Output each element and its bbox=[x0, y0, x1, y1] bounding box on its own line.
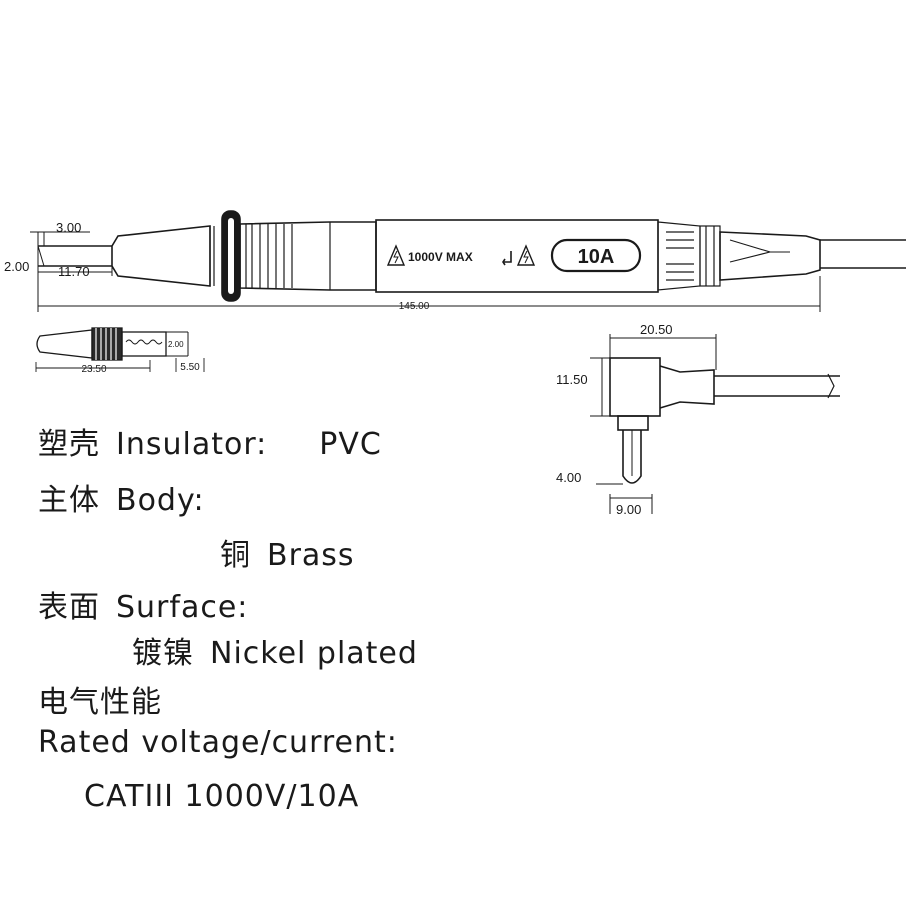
tip-width-dimension: 3.00 bbox=[56, 220, 81, 235]
rating-value: CATIII 1000V/10A bbox=[84, 779, 360, 814]
warning-triangle-icon bbox=[516, 244, 536, 266]
spec-body: 主体 Body: bbox=[38, 483, 205, 519]
probe-front-taper bbox=[111, 225, 211, 287]
spec-insulator: 塑壳 Insulator: PVC bbox=[38, 427, 382, 463]
probe-tip bbox=[37, 245, 112, 267]
body-label-en: Body: bbox=[116, 483, 205, 518]
probe-rear-ribs bbox=[657, 221, 721, 291]
body-value-zh: 铜 bbox=[220, 538, 251, 573]
electrical-label-zh: 电气性能 bbox=[38, 685, 162, 720]
current-rating-label: 10A bbox=[578, 246, 615, 268]
connector-width-dimension: 20.50 bbox=[640, 322, 673, 337]
surface-value-zh: 镀镍 bbox=[132, 636, 194, 671]
spec-rating-label: Rated voltage/current: bbox=[38, 725, 398, 761]
spec-surface: 表面 Surface: bbox=[38, 590, 248, 626]
probe-dimension-lines bbox=[30, 231, 821, 312]
spec-body-value: 铜 Brass bbox=[220, 538, 355, 574]
tip-length-dimension: 11.70 bbox=[58, 264, 90, 279]
tip-cover-drawing bbox=[35, 327, 205, 372]
tip-cover-bore-dimension: 2.00 bbox=[168, 340, 184, 349]
tip-cover-length-dimension: 23.50 bbox=[81, 364, 106, 375]
insulator-label-en: Insulator: bbox=[116, 427, 268, 462]
spec-surface-value: 镀镍 Nickel plated bbox=[132, 636, 418, 672]
probe-drawing bbox=[37, 210, 906, 302]
connector-spacing-dimension: 9.00 bbox=[616, 502, 641, 517]
probe-strain-relief bbox=[719, 231, 821, 281]
connector-pin-dimension: 4.00 bbox=[556, 470, 581, 485]
connector-drawing bbox=[609, 357, 840, 484]
warning-triangle-icon bbox=[386, 244, 406, 266]
surface-value-en: Nickel plated bbox=[210, 636, 418, 671]
overall-length-dimension: 145.00 bbox=[399, 301, 430, 312]
spec-rating-value: CATIII 1000V/10A bbox=[84, 779, 359, 815]
insulator-label-zh: 塑壳 bbox=[38, 427, 100, 462]
surface-label-en: Surface: bbox=[116, 590, 249, 625]
connector-height-dimension: 11.50 bbox=[556, 372, 588, 387]
body-value-en: Brass bbox=[267, 538, 355, 573]
tip-cover-end-dimension: 5.50 bbox=[180, 362, 200, 373]
probe-grip-rings bbox=[209, 224, 293, 288]
surface-label-zh: 表面 bbox=[38, 590, 100, 625]
body-label-zh: 主体 bbox=[38, 483, 100, 518]
ground-symbol-icon bbox=[502, 251, 512, 266]
connector-dimension-lines bbox=[590, 334, 717, 514]
voltage-rating-label: 1000V MAX bbox=[408, 250, 473, 264]
insulator-value: PVC bbox=[319, 427, 382, 462]
spec-electrical-heading: 电气性能 bbox=[38, 685, 162, 721]
probe-cable bbox=[820, 239, 906, 269]
rating-label-en: Rated voltage/current: bbox=[38, 725, 398, 760]
current-rating-badge bbox=[550, 238, 642, 273]
tip-height-dimension: 2.00 bbox=[4, 259, 29, 274]
